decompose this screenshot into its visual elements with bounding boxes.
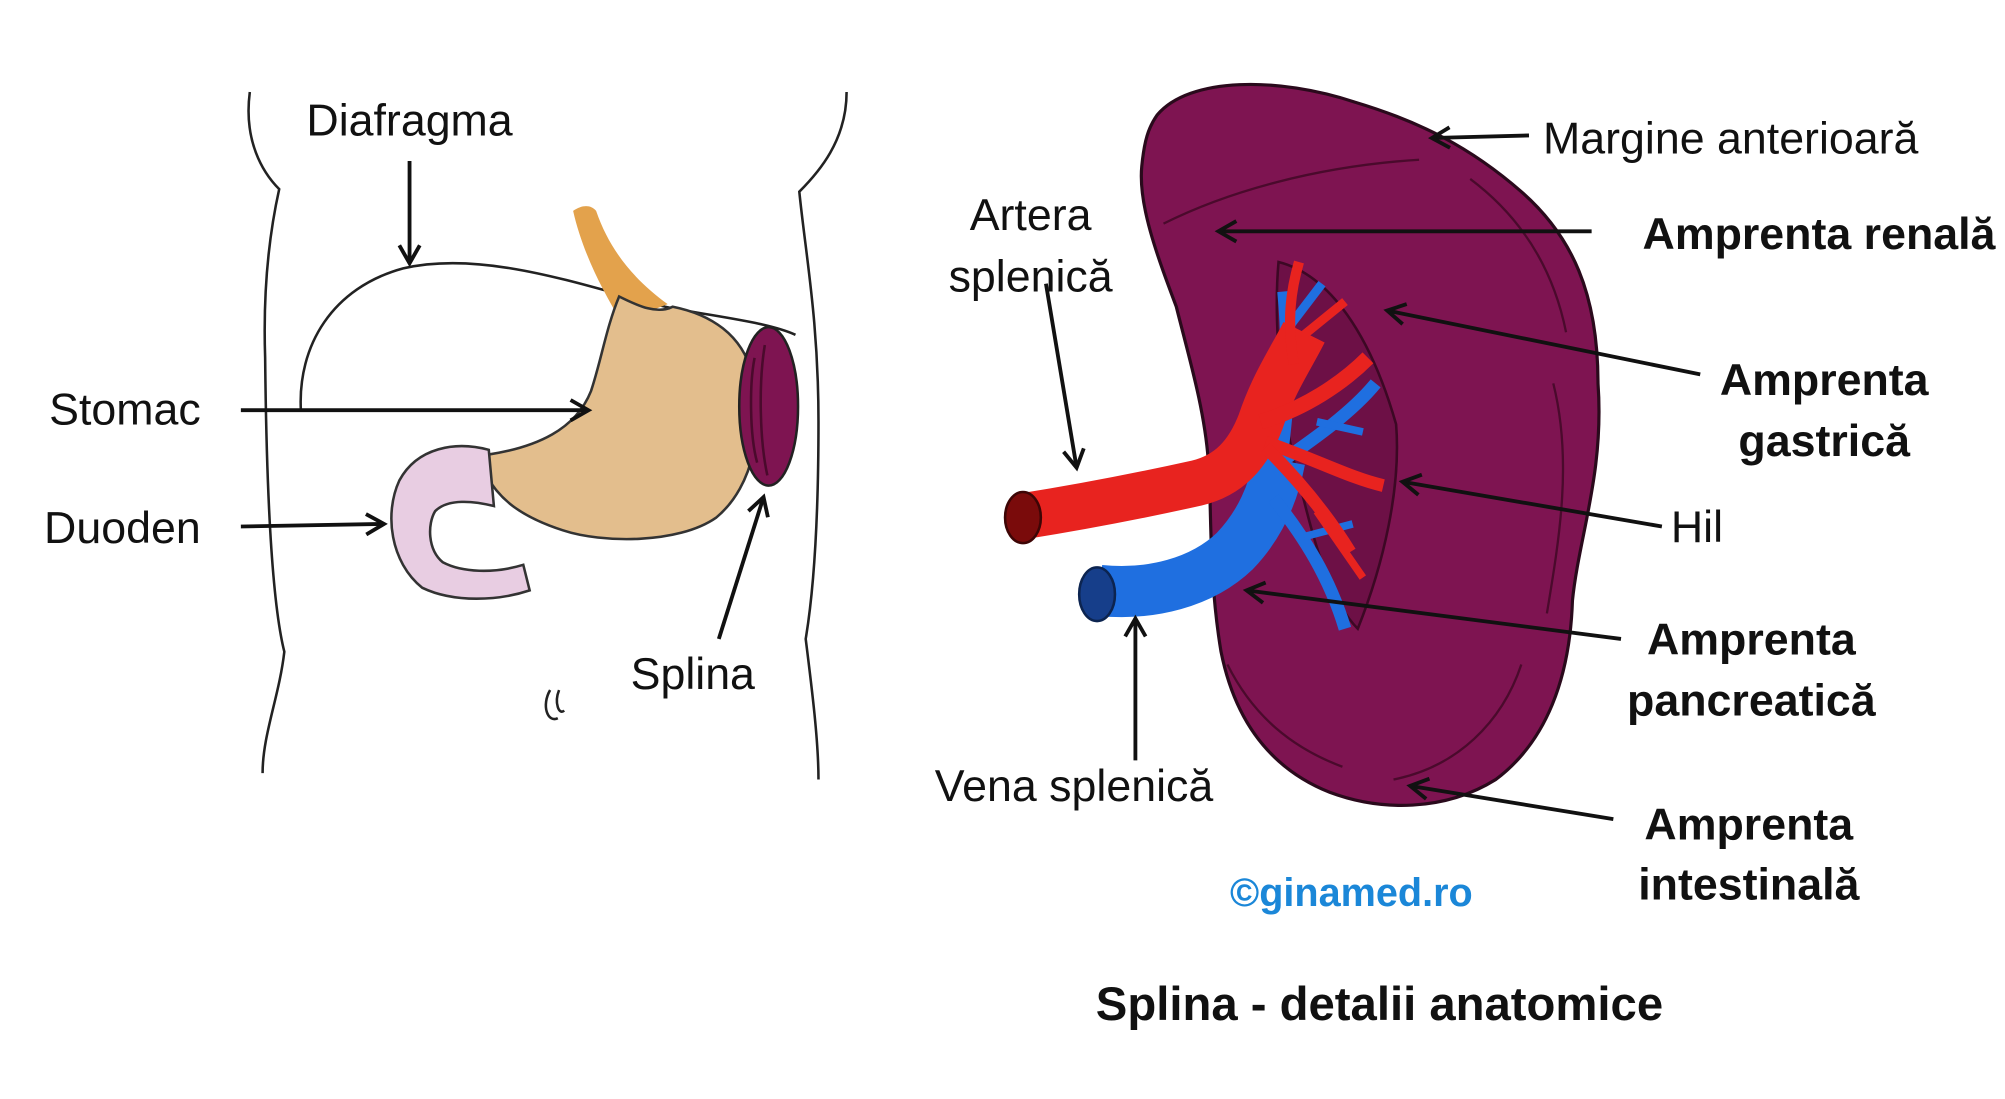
- label-amprenta-pancreatica-line1: Amprenta: [1647, 615, 1857, 664]
- torso-illustration: [247, 91, 848, 780]
- arrow-amprenta-intestinala: [1406, 776, 1614, 822]
- label-amprenta-gastrica-line1: Amprenta: [1720, 356, 1930, 405]
- torso-left-outline: [247, 91, 286, 774]
- label-margine-anterioara: Margine anterioară: [1543, 114, 1918, 163]
- label-amprenta-renala: Amprenta renală: [1643, 210, 1997, 259]
- spleen-surface-lines: [1163, 158, 1568, 781]
- arrow-splina: [716, 493, 770, 640]
- label-hil: Hil: [1671, 503, 1723, 552]
- arrow-margine-anterioara: [1428, 125, 1530, 150]
- label-amprenta-pancreatica-line2: pancreatică: [1627, 677, 1877, 726]
- splenic-artery: [1003, 260, 1385, 580]
- stomach: [484, 294, 759, 541]
- label-artera-splenica-line1: Artera: [970, 191, 1092, 240]
- label-amprenta-intestinala-line1: Amprenta: [1644, 801, 1854, 850]
- label-diafragma: Diafragma: [306, 96, 512, 145]
- small-spleen-shading: [749, 344, 769, 476]
- navel: [544, 689, 566, 721]
- esophagus: [573, 206, 668, 323]
- label-splina: Splina: [631, 650, 755, 699]
- label-amprenta-gastrica-line2: gastrică: [1738, 417, 1911, 466]
- figure-title: Splina - detalii anatomice: [1096, 978, 1663, 1031]
- torso-right-outline: [797, 92, 848, 780]
- small-spleen: [737, 325, 800, 487]
- label-duoden: Duoden: [44, 504, 201, 553]
- label-artera-splenica-line2: splenică: [949, 252, 1113, 301]
- label-amprenta-intestinala-line2: intestinală: [1638, 861, 1860, 910]
- diaphragm-curve: [299, 261, 797, 412]
- arrow-amprenta-pancreatica: [1242, 580, 1622, 641]
- label-stomac: Stomac: [49, 385, 201, 434]
- arrow-hil: [1398, 472, 1663, 529]
- duodenum: [390, 444, 532, 600]
- arrow-duoden: [240, 512, 388, 537]
- arrow-artera-splenica: [1044, 283, 1086, 472]
- spleen-detail-illustration: [1003, 82, 1601, 807]
- watermark: ©ginamed.ro: [1230, 871, 1473, 915]
- arrow-amprenta-gastrica: [1383, 302, 1701, 377]
- label-vena-splenica: Vena splenică: [935, 762, 1214, 811]
